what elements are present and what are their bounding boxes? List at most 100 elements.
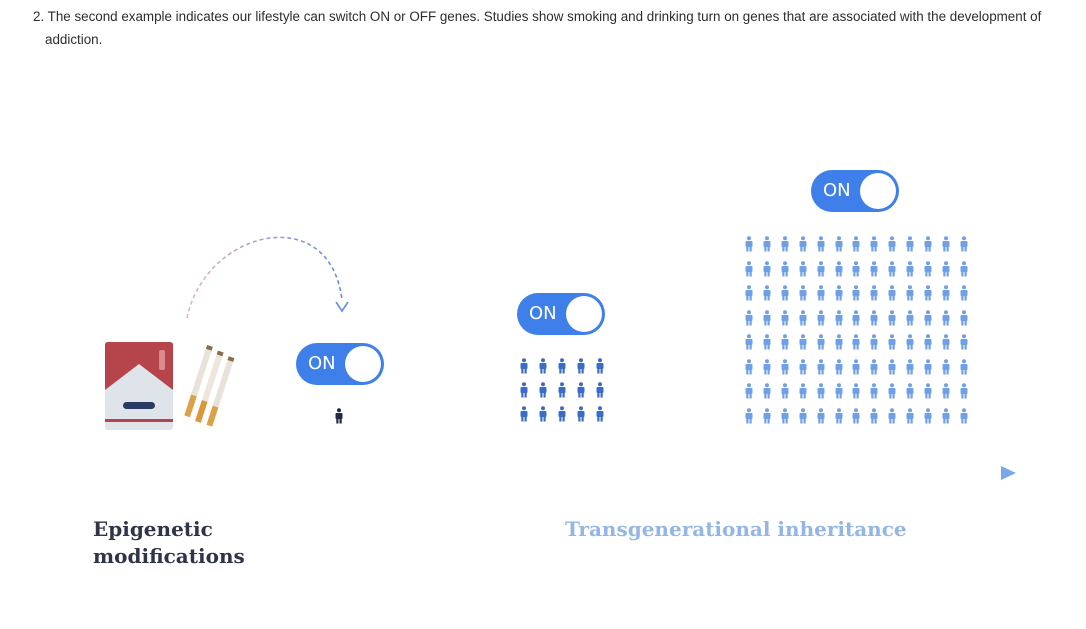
person-icon [817,407,825,423]
person-icon [870,383,878,399]
toggle-knob [566,296,602,332]
person-icon [520,406,528,422]
person-icon [745,334,753,350]
intro-line-2: addiction. [45,32,103,47]
person-icon [924,309,932,325]
person-icon [960,334,968,350]
person-icon [942,260,950,276]
person-icon [960,407,968,423]
person-icon [852,407,860,423]
epigenetic-label-line-1: Epigenetic [93,517,213,541]
person-icon [781,334,789,350]
person-icon [799,260,807,276]
person-icon [924,383,932,399]
person-icon [799,358,807,374]
person-icon [745,309,753,325]
person-icon [763,358,771,374]
person-icon [888,260,896,276]
person-icon [870,260,878,276]
person-icon [852,285,860,301]
person-icon [960,383,968,399]
person-icon [763,309,771,325]
person-icon [942,358,950,374]
person-icon [906,407,914,423]
person-icon [763,407,771,423]
person-icon [817,309,825,325]
person-icon [870,407,878,423]
person-icon [852,260,860,276]
person-icon [558,358,566,374]
epigenetic-modifications-label: Epigenetic modifications [93,516,245,570]
person-icon [888,358,896,374]
person-icon [888,407,896,423]
person-icon [888,334,896,350]
person-icon [745,236,753,252]
toggle-label: ON [308,353,336,374]
person-icon [781,383,789,399]
person-icon [870,358,878,374]
person-icon [781,407,789,423]
person-icon [888,383,896,399]
person-icon [763,236,771,252]
person-icon [870,236,878,252]
person-icon [906,236,914,252]
person-icon [852,383,860,399]
person-icon [539,358,547,374]
person-icon [596,406,604,422]
person-icon [852,334,860,350]
person-icon [960,285,968,301]
person-icon [906,260,914,276]
person-icon [924,236,932,252]
person-icon [942,309,950,325]
person-icon [835,407,842,423]
toggle-knob [345,346,381,382]
toggle-switch-small[interactable]: ON [296,343,384,385]
person-icon [906,383,914,399]
person-icon [577,358,585,374]
person-icon [835,334,842,350]
person-icon [596,358,604,374]
toggle-switch-medium[interactable]: ON [517,293,605,335]
person-icon [835,383,842,399]
person-icon [781,358,789,374]
intro-paragraph: 2. The second example indicates our life… [33,5,1078,51]
person-icon [763,285,771,301]
person-icon [852,236,860,252]
person-icon [835,236,842,252]
person-icon [335,408,343,424]
person-icon [781,236,789,252]
person-icon [924,260,932,276]
person-icon [924,358,932,374]
person-icon [817,383,825,399]
transgenerational-inheritance-label: Transgenerational inheritance [565,517,907,541]
person-icon [745,358,753,374]
person-icon [745,407,753,423]
person-icon [817,358,825,374]
person-icon [942,285,950,301]
person-icon [763,383,771,399]
toggle-switch-large[interactable]: ON [811,170,899,212]
person-icon [960,358,968,374]
person-icon [539,382,547,398]
person-icon [942,407,950,423]
person-icon [763,260,771,276]
toggle-knob [860,173,896,209]
person-icon [870,334,878,350]
person-icon [852,309,860,325]
person-icon [817,285,825,301]
person-icon [799,236,807,252]
person-icon [520,382,528,398]
person-icon [960,236,968,252]
person-icon [745,260,753,276]
person-icon [799,407,807,423]
person-icon [799,383,807,399]
person-icon [558,406,566,422]
person-icon [577,382,585,398]
person-icon [817,260,825,276]
person-icon [852,358,860,374]
person-icon [817,334,825,350]
person-icon [745,285,753,301]
person-icon [558,382,566,398]
person-icon [539,406,547,422]
